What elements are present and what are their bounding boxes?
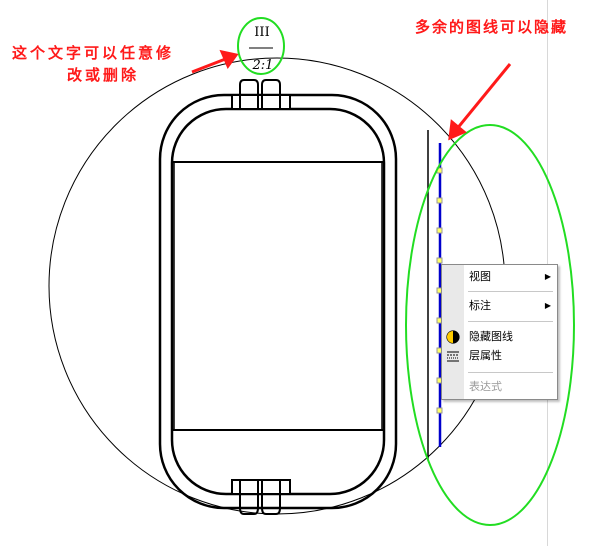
selection-handles — [436, 167, 443, 414]
menu-item-label: 标注 — [469, 299, 491, 312]
editable-text-note-line1: 这个文字可以任意修 — [12, 44, 175, 62]
menu-item-expression: 表达式 — [442, 377, 557, 397]
part-outline-outer — [158, 93, 398, 510]
hide-lines-icon — [446, 330, 460, 344]
menu-item-view[interactable]: 视图 ▶ — [442, 267, 557, 287]
menu-item-annotate[interactable]: 标注 ▶ — [442, 296, 557, 316]
top-port — [228, 79, 294, 110]
editable-text-note: 这个文字可以任意修 改或删除 — [12, 42, 202, 86]
menu-item-label: 表达式 — [469, 380, 502, 393]
menu-item-label: 视图 — [469, 270, 491, 283]
title-highlight-ellipse — [237, 17, 285, 75]
menu-separator — [468, 291, 553, 292]
editable-text-note-line2: 改或删除 — [67, 66, 140, 84]
bottom-port — [228, 479, 294, 515]
hide-lines-note: 多余的图线可以隐藏 — [415, 18, 569, 36]
lines-highlight-ellipse — [405, 124, 575, 526]
part-center-rect — [171, 161, 385, 431]
context-menu: 视图 ▶ 标注 ▶ 隐藏图线 层属性 表达式 — [441, 264, 558, 400]
view-title-label[interactable]: III — [254, 25, 270, 40]
submenu-arrow-icon: ▶ — [544, 272, 551, 281]
menu-separator — [468, 372, 553, 373]
detail-circle — [48, 57, 506, 515]
menu-separator — [468, 321, 553, 322]
menu-item-label: 隐藏图线 — [469, 330, 513, 343]
right-red-arrow — [448, 63, 512, 141]
submenu-arrow-icon: ▶ — [544, 301, 551, 310]
menu-item-label: 层属性 — [469, 349, 502, 362]
view-scale-label[interactable]: 2:1 — [252, 58, 274, 73]
left-red-arrow — [191, 49, 239, 74]
menu-item-layer-properties[interactable]: 层属性 — [442, 346, 557, 366]
menu-item-hide-lines[interactable]: 隐藏图线 — [442, 327, 557, 347]
layer-properties-icon — [446, 349, 460, 363]
part-outline-inner — [170, 107, 386, 496]
